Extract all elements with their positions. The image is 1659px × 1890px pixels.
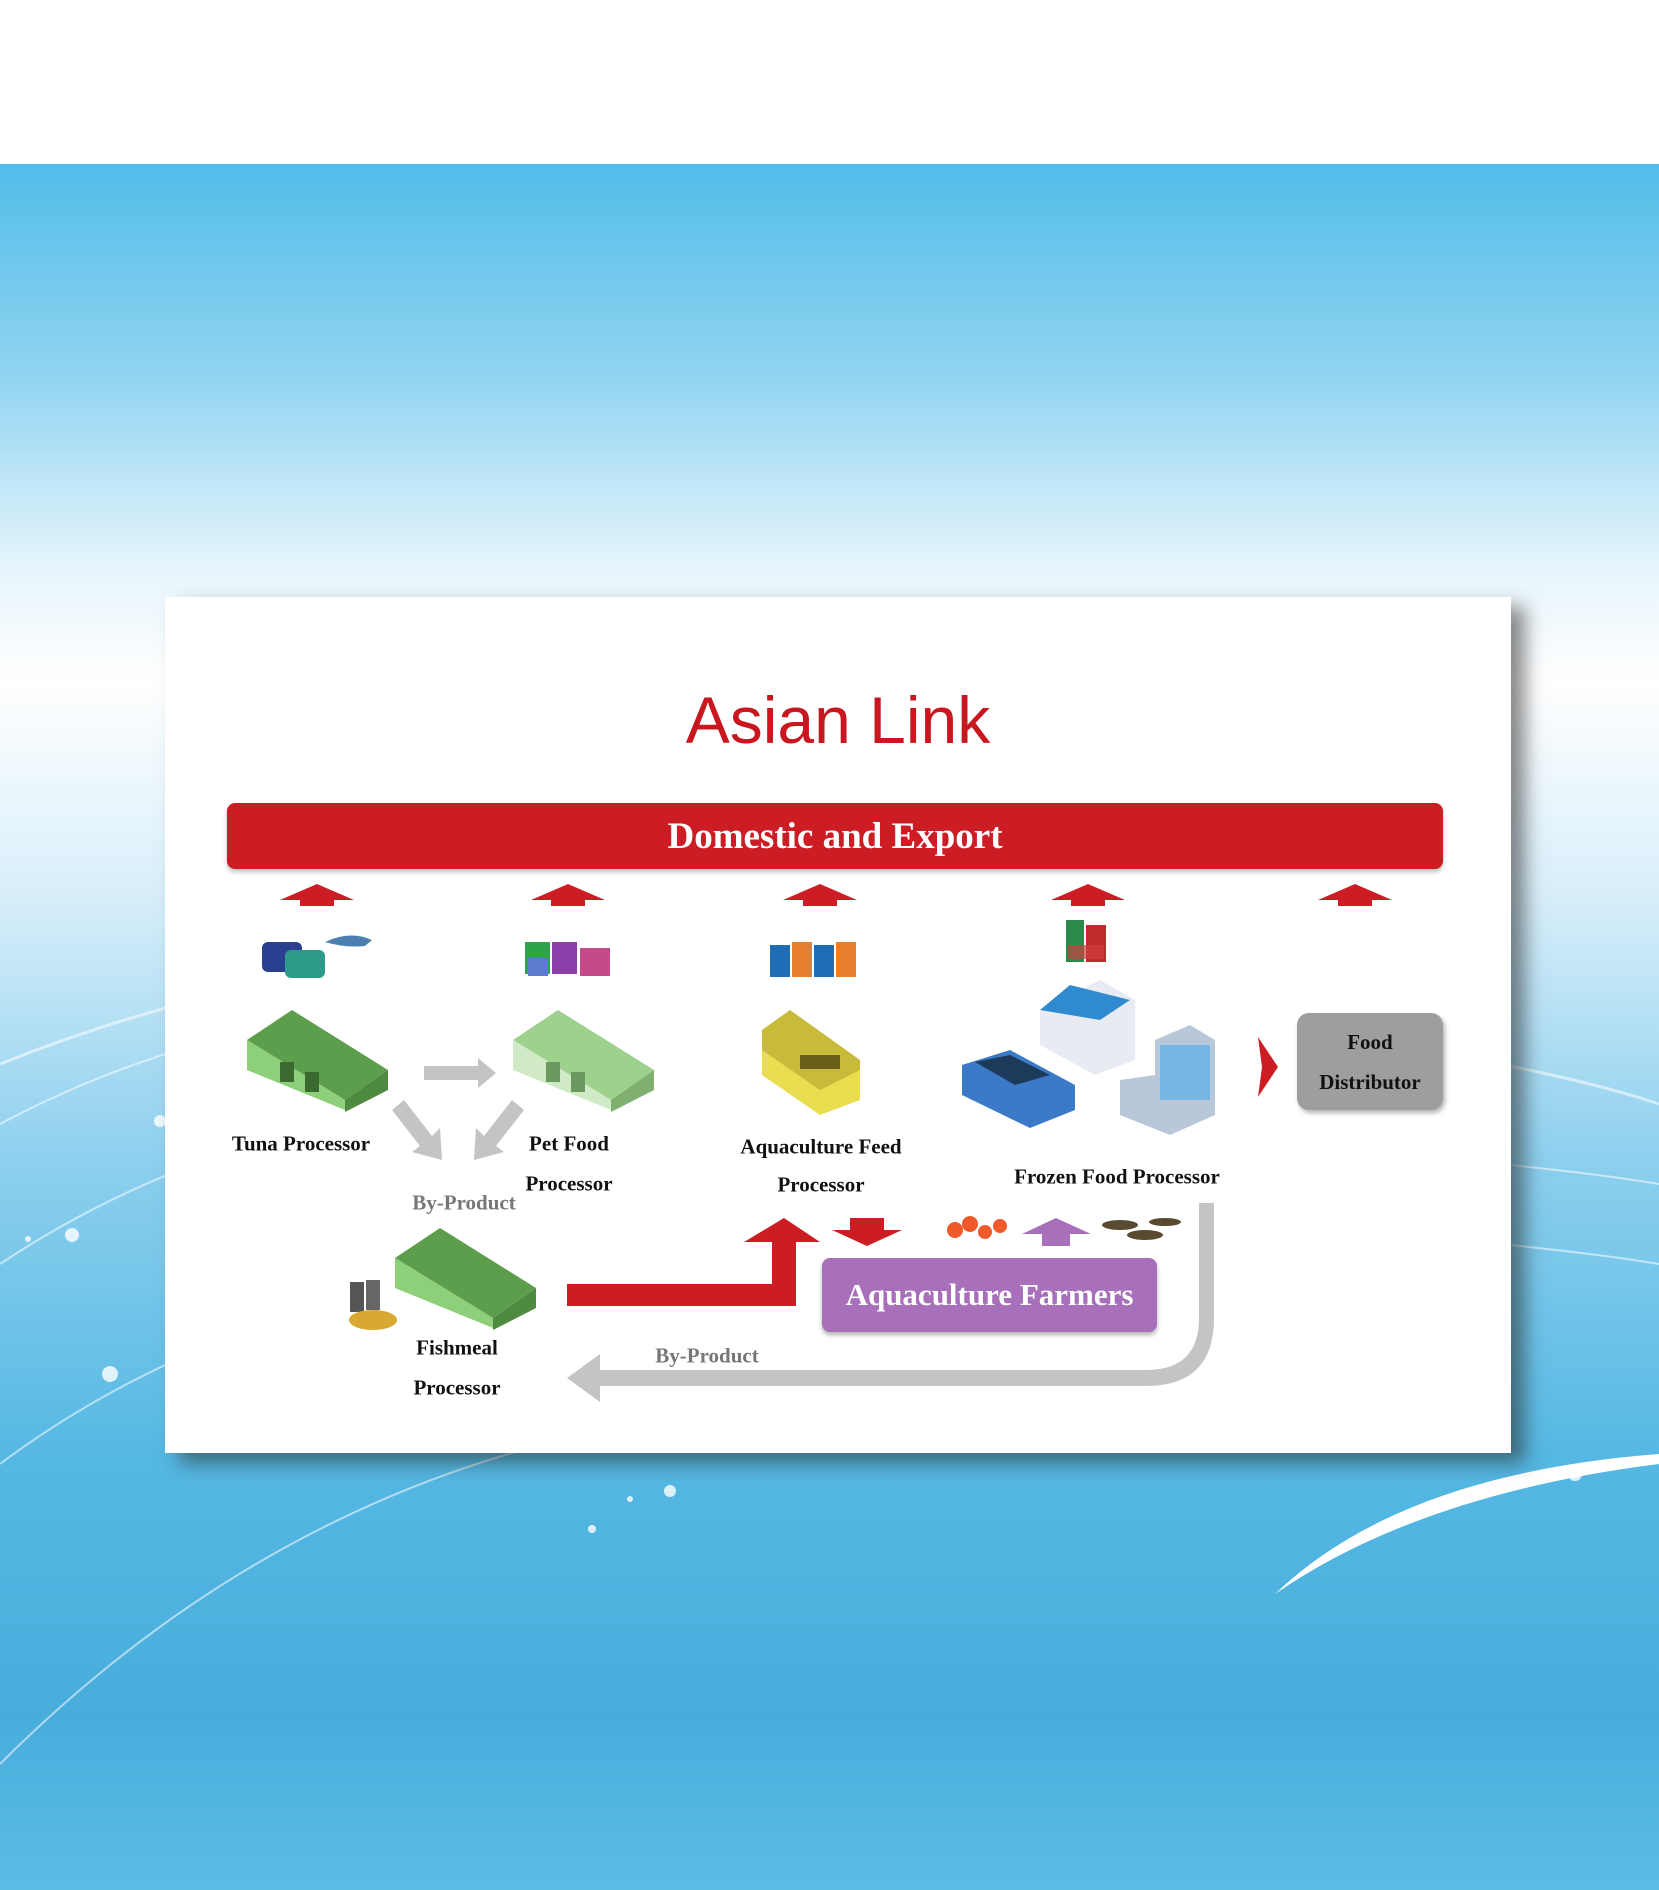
right-arrow-icon [424, 1058, 496, 1088]
shrimp-icon [947, 1216, 1007, 1239]
feed-bags-icon [770, 942, 856, 977]
up-arrow-icon [531, 884, 605, 906]
fishmeal-label: Fishmeal [416, 1335, 498, 1360]
food-distributor-label-2: Distributor [1319, 1069, 1421, 1094]
up-arrow-icon [1318, 884, 1392, 906]
canned-tuna-icon [262, 935, 372, 978]
tuna-processor-label: Tuna Processor [231, 1131, 371, 1156]
down-left-arrow-icon [474, 1100, 524, 1160]
aquaculture-feed-processor-building-icon [762, 1010, 860, 1115]
right-arrow-icon [1258, 1037, 1278, 1097]
up-arrow-icon [1051, 884, 1125, 906]
frozen-food-label: Frozen Food Processor [1014, 1164, 1220, 1189]
pet-food-label: Pet Food [529, 1131, 609, 1156]
by-product-label-top: By-Product [412, 1190, 516, 1215]
purple-up-arrow-icon [1022, 1218, 1091, 1246]
fish-icon [1102, 1218, 1181, 1240]
pet-food-processor-building-icon [513, 1010, 654, 1112]
pet-food-cans-icon [525, 942, 610, 976]
tuna-processor-building-icon [247, 1010, 388, 1112]
fishmeal-label-2: Processor [413, 1375, 501, 1400]
fishmeal-processor-building-icon [349, 1228, 536, 1330]
up-arrow-icon [783, 884, 857, 906]
aqua-feed-label-2: Processor [777, 1172, 865, 1197]
fishmeal-to-feed-arrow-icon [567, 1218, 820, 1306]
food-distributor-label: Food [1347, 1029, 1393, 1054]
frozen-food-processor-buildings-icon [962, 980, 1215, 1135]
down-right-arrow-icon [392, 1100, 442, 1160]
aquaculture-farmers-box: Aquaculture Farmers [822, 1258, 1157, 1332]
by-product-label-bottom: By-Product [655, 1343, 759, 1368]
aqua-feed-label: Aquaculture Feed [740, 1134, 902, 1159]
up-arrow-icon [280, 884, 354, 906]
wave-decoration [0, 962, 1659, 1765]
down-arrow-icon [832, 1218, 902, 1246]
frozen-food-packs-icon [1066, 920, 1106, 962]
return-arrow-icon [567, 1203, 1214, 1402]
page-title: Asian Link [685, 683, 991, 757]
domestic-export-banner: Domestic and Export [227, 803, 1443, 869]
pet-food-label-2: Processor [525, 1171, 613, 1196]
food-distributor-box: Food Distributor [1297, 1013, 1443, 1110]
